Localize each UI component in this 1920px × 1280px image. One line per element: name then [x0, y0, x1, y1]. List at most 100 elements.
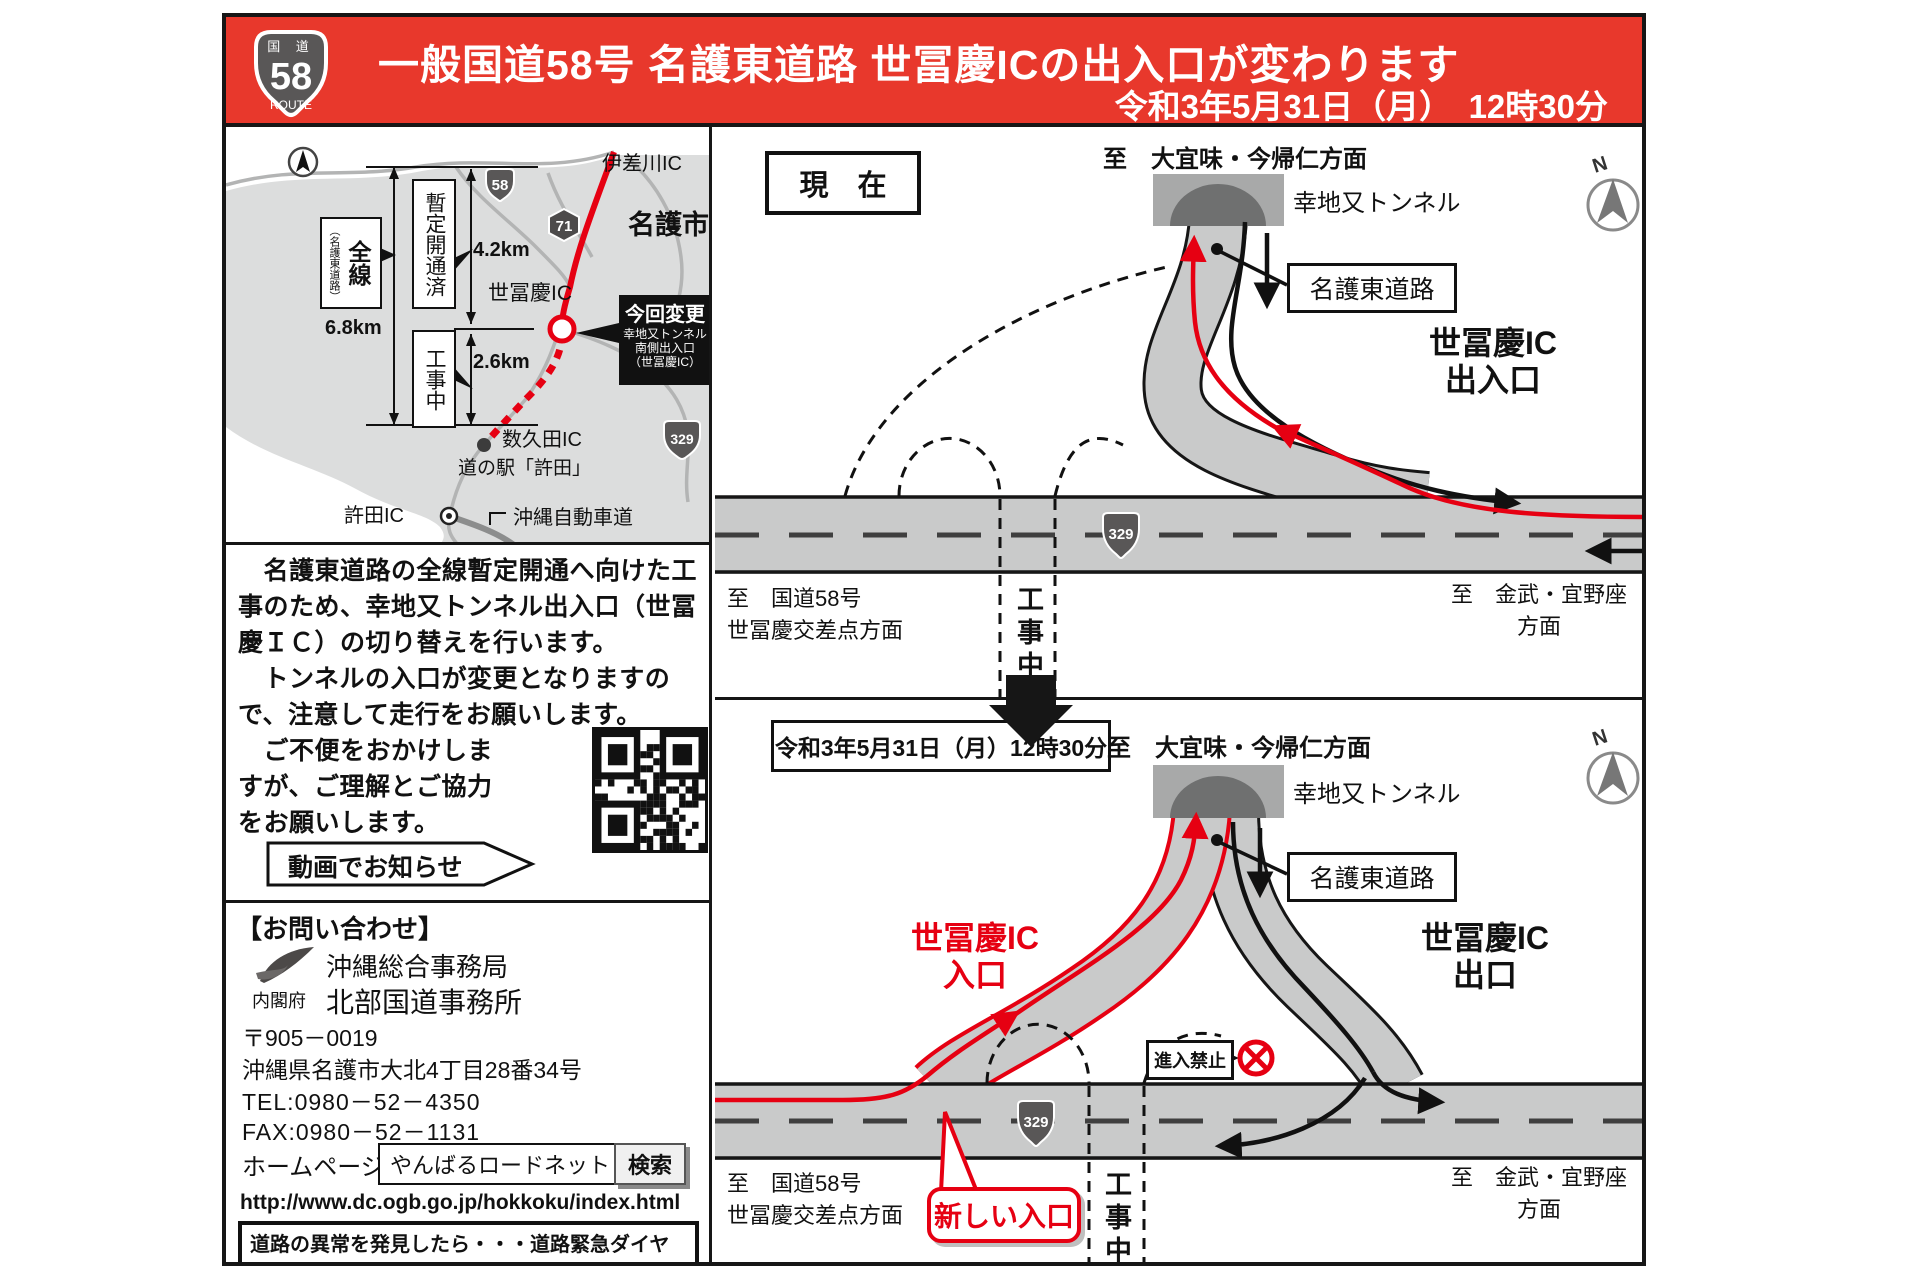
change-line2: 南側出入口	[634, 341, 695, 355]
route-71-badge: 71	[548, 207, 580, 243]
ic-gate-line1: 世冨慶IC	[1428, 325, 1557, 361]
change-line1: 幸地又トンネル	[623, 327, 707, 341]
north-compass-icon-after: N	[1586, 725, 1640, 805]
nago-city-label: 名護市	[628, 210, 709, 240]
to-southwest-line1: 至 国道58号	[727, 586, 862, 611]
measure-lines	[366, 166, 538, 426]
poster-body: 58 71 329 伊差川IC 名護市 暫定開通済 （名護東道路）	[226, 127, 1642, 1262]
qr-code-pattern	[595, 730, 705, 850]
route-329-badge-current-label: 329	[1108, 526, 1133, 543]
badge-number: 58	[270, 56, 312, 98]
to-southwest-line1-after: 至 国道58号	[727, 1171, 862, 1196]
cabinet-office-logo-icon	[256, 947, 314, 983]
video-banner-label: 動画でお知らせ	[288, 854, 463, 882]
notice-paragraph-2: トンネルの入口が変更となりますので、注意して走行をお願いします。	[238, 665, 671, 729]
poster-subtitle: 令和3年5月31日（月） 12時30分	[1114, 88, 1608, 125]
expressway-label: 沖縄自動車道	[513, 507, 633, 529]
road-name-leader-after	[1220, 841, 1288, 876]
homepage-name-box: やんばるロードネット	[378, 1143, 623, 1185]
distance-2-6: 2.6km	[473, 351, 530, 373]
contact-section: 【お問い合わせ】 内閣府 沖縄総合事務局 北部国道事務所 〒905－0019 沖…	[226, 903, 709, 1262]
location-map: 58 71 329 伊差川IC 名護市 暫定開通済 （名護東道路）	[226, 127, 709, 545]
transition-arrow-icon	[989, 675, 1073, 747]
diagram-after-panel: N 令和3年5月31日（月）12時30分 至 大宜味・今帰仁方面 幸地又トンネル…	[715, 700, 1642, 1262]
no-entry-label: 進入禁止	[1146, 1040, 1234, 1080]
ic-entrance-line1: 世冨慶IC	[910, 920, 1039, 956]
new-entry-traffic-path	[715, 811, 1209, 1103]
yofuke-ic-label: 世冨慶IC	[488, 282, 572, 305]
badge-bottom-label: ROUTE	[270, 98, 312, 112]
to-north-label: 至 大宜味・今帰仁方面	[1103, 146, 1367, 173]
to-southwest-line2: 世冨慶交差点方面	[727, 618, 904, 643]
to-east-line1-after: 至 金武・宜野座	[1450, 1165, 1627, 1190]
sukuta-ic-marker	[477, 438, 491, 452]
under-construction-label: 工事中	[1013, 585, 1043, 684]
route-329-map-badge: 329	[663, 420, 701, 460]
tunnel-arch	[1170, 184, 1266, 226]
video-banner: 動画でお知らせ	[266, 841, 538, 887]
left-column: 58 71 329 伊差川IC 名護市 暫定開通済 （名護東道路）	[226, 127, 712, 1262]
road-name-dot	[1211, 243, 1223, 255]
search-button: 検索	[614, 1143, 687, 1185]
ic-gate-label: 世冨慶IC 出入口	[1383, 325, 1603, 399]
kyoda-ic-marker-dot	[446, 513, 452, 519]
emergency-dial-box: 道路の異常を発見したら・・・道路緊急ダイヤル ＃9910（24時間受付）	[238, 1221, 699, 1262]
kyoda-ic-label: 許田IC	[344, 505, 404, 527]
org-line2: 北部国道事務所	[326, 987, 523, 1018]
to-east-line1: 至 金武・宜野座	[1450, 582, 1627, 607]
tunnel-label-after: 幸地又トンネル	[1293, 781, 1461, 808]
badge-top-label: 国 道	[267, 39, 315, 54]
road-name-dot-after	[1211, 834, 1223, 846]
new-entrance-label: 新しい入口	[927, 1187, 1081, 1243]
new-entrance-ramp	[917, 807, 1228, 1108]
to-southwest-label: 至 国道58号 世冨慶交差点方面	[727, 583, 903, 647]
route-329-map-label: 329	[670, 431, 694, 447]
to-north-label-after: 至 大宜味・今帰仁方面	[1107, 735, 1371, 762]
org-line1: 沖縄総合事務局	[326, 952, 509, 982]
agency-label: 内閣府	[252, 991, 306, 1011]
construction-section-line	[481, 332, 566, 448]
route-329-badge-current: 329	[1102, 512, 1140, 559]
to-southwest-line2-after: 世冨慶交差点方面	[727, 1203, 904, 1228]
planned-ramps-dashed	[843, 265, 1168, 697]
homepage-url: http://www.dc.ogb.go.jp/hokkoku/index.ht…	[240, 1191, 681, 1214]
ic-entrance-label: 世冨慶IC 入口	[865, 920, 1085, 994]
contact-heading: 【お問い合わせ】	[236, 914, 445, 944]
current-state-box: 現 在	[765, 151, 921, 215]
distance-6-8: 6.8km	[325, 317, 382, 339]
entry-traffic-path	[1179, 234, 1642, 520]
distance-4-2: 4.2km	[473, 239, 530, 261]
ic-entrance-line2: 入口	[942, 957, 1007, 993]
road-name-box: 名護東道路	[1287, 263, 1457, 313]
compass-n-label-after: N	[1590, 725, 1611, 750]
full-line-sub: （名護東道路）	[328, 224, 340, 302]
address: 沖縄県名護市大北4丁目28番34号	[242, 1057, 582, 1083]
under-construction-label-after: 工事中	[1101, 1170, 1131, 1262]
notice-paragraph-1: 名護東道路の全線暫定開通へ向けた工事のため、幸地又トンネル出入口（世冨慶ＩＣ）の…	[238, 557, 698, 657]
ic-gate-line2: 出入口	[1444, 362, 1541, 398]
ic-exit-label: 世冨慶IC 出口	[1375, 920, 1595, 994]
qr-code	[592, 727, 708, 853]
michinoeki-label: 道の駅「許田」	[458, 458, 592, 479]
tunnel-label: 幸地又トンネル	[1293, 190, 1461, 217]
notice-section: 名護東道路の全線暫定開通へ向けた工事のため、幸地又トンネル出入口（世冨慶ＩＣ）の…	[226, 545, 709, 903]
diagram-current-graphic: N	[715, 152, 1642, 697]
route-58-map-badge: 58	[485, 168, 515, 202]
poster-title: 一般国道58号 名護東道路 世冨慶ICの出入口が変わります	[378, 42, 1460, 88]
road-name-leader	[1220, 250, 1288, 287]
diagram-current-panel: N 現 在 至 大宜味・今帰仁方面 幸地又トンネル 名護東道路 世冨慶IC 出入…	[715, 127, 1642, 700]
change-line3: （世冨慶IC）	[628, 355, 701, 369]
no-entry-icon	[1237, 1039, 1275, 1077]
sukuta-ic-label: 数久田IC	[502, 429, 582, 451]
tel: TEL:0980－52－4350	[242, 1089, 481, 1115]
emergency-line1: 道路の異常を発見したら・・・道路緊急ダイヤル	[250, 1234, 670, 1256]
right-column: N 現 在 至 大宜味・今帰仁方面 幸地又トンネル 名護東道路 世冨慶IC 出入…	[715, 127, 1642, 1262]
to-east-line2-after: 方面	[1516, 1197, 1561, 1222]
ic-exit-line1: 世冨慶IC	[1420, 920, 1549, 956]
route-58-badge: 国 道 58 ROUTE	[254, 30, 328, 117]
road-name-box-after: 名護東道路	[1287, 852, 1457, 902]
diagram-after-graphic: N	[715, 725, 1642, 1262]
postal-code: 〒905－0019	[242, 1025, 378, 1051]
notice-paragraph-3: ご不便をおかけしますが、ご理解とご協力をお願いします。	[238, 737, 494, 837]
change-callout: 今回変更 幸地又トンネル 南側出入口 （世冨慶IC）	[619, 295, 709, 385]
